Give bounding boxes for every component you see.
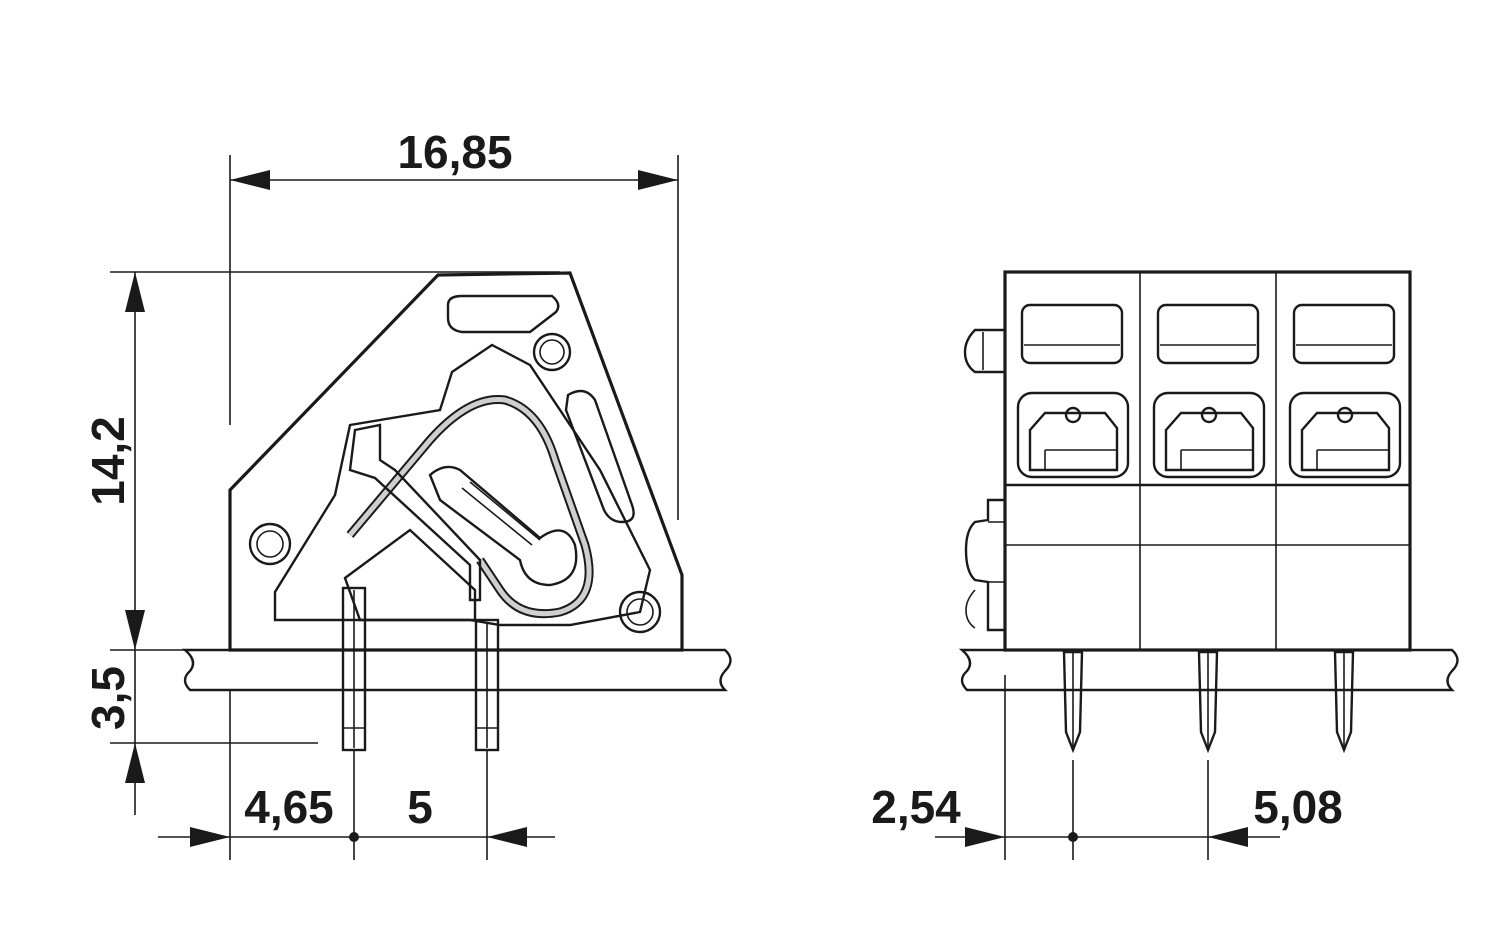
front-extension-lines [1004,675,1209,860]
front-terminal-1 [1016,303,1130,479]
side-clamp-spring [346,395,594,619]
dim-overall-height-label: 14,2 [82,416,134,506]
side-extension-lines [110,155,679,860]
dim-edge-offset-front-label: 2,54 [871,781,961,833]
side-hole-top [532,332,572,372]
front-terminal-2 [1152,303,1266,479]
side-pcb-board [181,648,732,692]
side-hole-left [248,522,292,566]
front-pin-3 [1333,650,1355,754]
front-housing [1003,270,1412,652]
front-terminal-3 [1288,303,1402,479]
front-side-latches [963,328,1007,632]
dim-overall-width: 16,85 [230,126,678,190]
dim-bottom-front: 2,54 5,08 [871,781,1343,847]
side-view: 16,85 14,2 3,5 4,65 5 [82,126,732,860]
side-pin-right [474,618,500,752]
dim-overall-width-label: 16,85 [397,126,512,178]
dim-edge-to-pin-label: 4,65 [244,781,334,833]
front-pcb-board [958,648,1459,692]
side-pin-left [341,586,367,752]
dim-pin-length-label: 3,5 [82,666,134,730]
dim-pin-pitch-side-label: 5 [407,781,433,833]
side-hole-right [618,590,662,634]
side-housing-section [228,271,684,652]
dim-pitch-front-label: 5,08 [1253,781,1343,833]
dim-pin-length: 3,5 [82,650,145,815]
front-view: 2,54 5,08 [871,270,1459,860]
dim-overall-height: 14,2 [82,272,145,650]
front-pin-1 [1062,650,1084,754]
front-pin-2 [1197,650,1219,754]
side-contact-block [343,528,477,622]
dim-bottom-side: 4,65 5 [158,781,555,847]
